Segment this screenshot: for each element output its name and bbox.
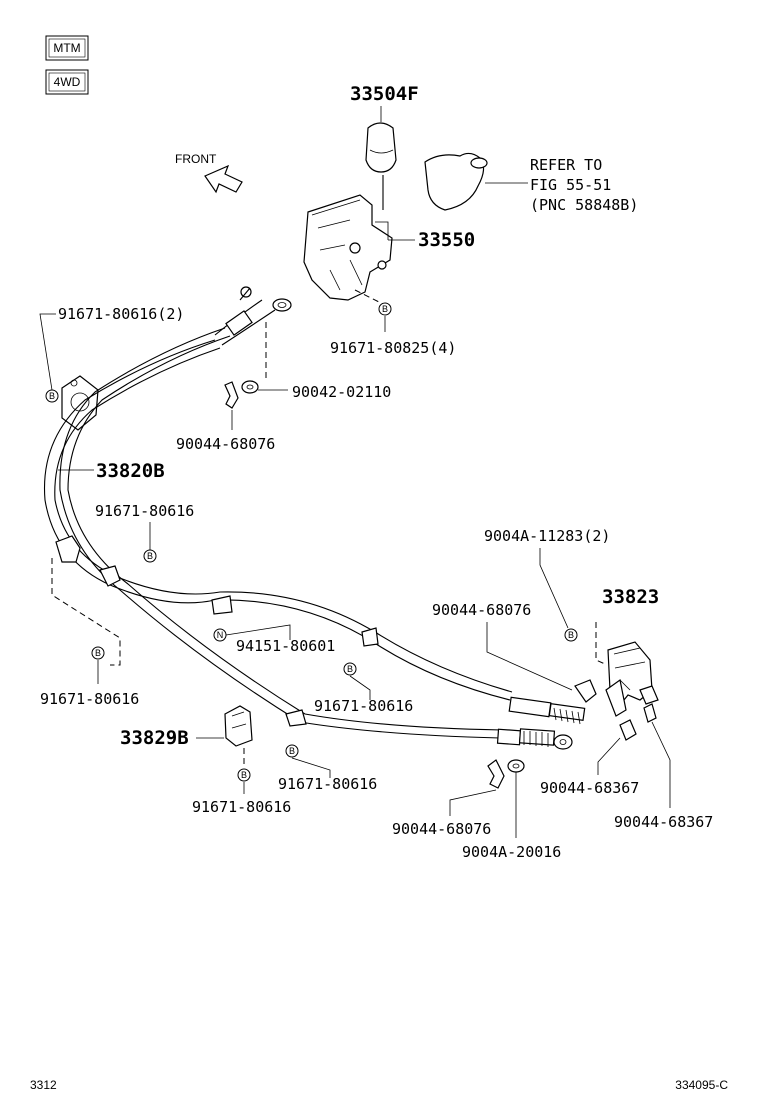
label-91671-80616-c: 91671-80616 bbox=[314, 697, 413, 715]
label-90044-68367-a: 90044-68367 bbox=[540, 779, 639, 797]
shift-cable-33820b bbox=[43, 327, 513, 739]
leader-91671-80616-d bbox=[291, 757, 331, 778]
footer-illustration-id: 334095-C bbox=[675, 1078, 728, 1092]
b-marker-e: B bbox=[237, 768, 251, 782]
shift-boot-part bbox=[424, 152, 485, 211]
label-90044-68076-a: 90044-68076 bbox=[176, 435, 275, 453]
b-marker-lever: B bbox=[378, 302, 392, 316]
clip-90044-68367-b-part bbox=[643, 703, 657, 723]
svg-text:B: B bbox=[49, 391, 55, 401]
n-marker: N bbox=[213, 628, 227, 642]
mtm-badge-text: MTM bbox=[53, 41, 80, 55]
svg-text:B: B bbox=[289, 746, 295, 756]
b-marker-left: B bbox=[91, 646, 105, 660]
b-marker-d: B bbox=[285, 744, 299, 758]
svg-text:B: B bbox=[347, 664, 353, 674]
leader-94151 bbox=[225, 624, 291, 640]
label-91671-80825-4: 91671-80825(4) bbox=[330, 339, 456, 357]
clip-90044-68076-c-part bbox=[487, 759, 505, 789]
shift-lever-assy-part bbox=[303, 175, 393, 301]
clip-90044-top-part bbox=[224, 381, 239, 409]
washer-90042-part bbox=[241, 380, 259, 394]
b-marker-a: B bbox=[143, 549, 157, 563]
svg-text:B: B bbox=[382, 304, 388, 314]
dash-lever-bolt bbox=[354, 289, 386, 306]
cable-upper-ends bbox=[214, 286, 292, 346]
refer-line2: FIG 55-51 bbox=[530, 176, 611, 194]
label-91671-80616-e: 91671-80616 bbox=[192, 798, 291, 816]
label-90044-68076-c: 90044-68076 bbox=[392, 820, 491, 838]
svg-text:B: B bbox=[241, 770, 247, 780]
refer-line3: (PNC 58848B) bbox=[530, 196, 638, 214]
label-33504f: 33504F bbox=[350, 83, 419, 105]
dash-33823 bbox=[595, 622, 606, 665]
label-90042-02110: 90042-02110 bbox=[292, 383, 391, 401]
clip-90044-68367-a-part bbox=[619, 719, 637, 741]
footer-fig-number: 3312 bbox=[30, 1078, 57, 1092]
label-91671-80616-2: 91671-80616(2) bbox=[58, 305, 184, 323]
label-33550: 33550 bbox=[418, 229, 475, 251]
leader-91671-80616-2 bbox=[39, 313, 56, 391]
svg-text:N: N bbox=[217, 630, 224, 640]
svg-text:B: B bbox=[95, 648, 101, 658]
label-91671-80616-d: 91671-80616 bbox=[278, 775, 377, 793]
dash-box-left bbox=[51, 558, 121, 666]
leader-91671-80616-c bbox=[349, 675, 371, 700]
cable-clamp-left-part bbox=[55, 535, 81, 563]
label-33829b: 33829B bbox=[120, 727, 189, 749]
label-33820b: 33820B bbox=[96, 460, 165, 482]
svg-text:B: B bbox=[568, 630, 574, 640]
mtm-badge: MTM bbox=[45, 35, 89, 61]
leader-90044-68367-a bbox=[597, 737, 621, 775]
label-91671-80616-b: 91671-80616 bbox=[40, 690, 139, 708]
cable-end-fittings bbox=[496, 696, 586, 750]
label-91671-80616-a: 91671-80616 bbox=[95, 502, 194, 520]
label-90044-68076-b: 90044-68076 bbox=[432, 601, 531, 619]
clip-90044-68076-b-part bbox=[574, 679, 597, 703]
b-marker-right: B bbox=[564, 628, 578, 642]
front-arrow-icon bbox=[204, 164, 243, 194]
leader-90044-68367-b bbox=[651, 721, 671, 808]
shift-knob-part bbox=[365, 122, 397, 173]
leader-90044-68076-c bbox=[449, 789, 497, 816]
leader-9004a-11283 bbox=[539, 548, 569, 629]
label-9004a-11283-2: 9004A-11283(2) bbox=[484, 527, 610, 545]
label-33823: 33823 bbox=[602, 586, 659, 608]
label-9004a-20016: 9004A-20016 bbox=[462, 843, 561, 861]
b-marker-bracket-top: B bbox=[45, 389, 59, 403]
washer-9004a-20016-part bbox=[507, 759, 525, 773]
refer-line1: REFER TO bbox=[530, 156, 602, 174]
label-94151-80601: 94151-80601 bbox=[236, 637, 335, 655]
front-label: FRONT bbox=[175, 152, 217, 166]
label-90044-68367-b: 90044-68367 bbox=[614, 813, 713, 831]
4wd-badge: 4WD bbox=[45, 69, 89, 95]
4wd-badge-text: 4WD bbox=[54, 75, 81, 89]
b-marker-c: B bbox=[343, 662, 357, 676]
leader-90044-68076-b bbox=[486, 622, 573, 691]
svg-text:B: B bbox=[147, 551, 153, 561]
